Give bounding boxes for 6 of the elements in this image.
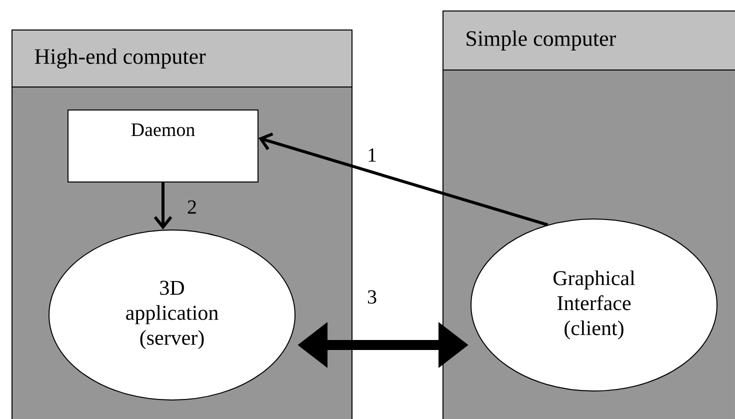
- process-box: Daemon: [68, 110, 258, 182]
- edge-label: 2: [188, 200, 196, 214]
- arrow: [258, 132, 548, 226]
- edge-label: 1: [368, 148, 376, 162]
- edge-label: 3: [368, 290, 376, 304]
- arrow: [154, 182, 172, 230]
